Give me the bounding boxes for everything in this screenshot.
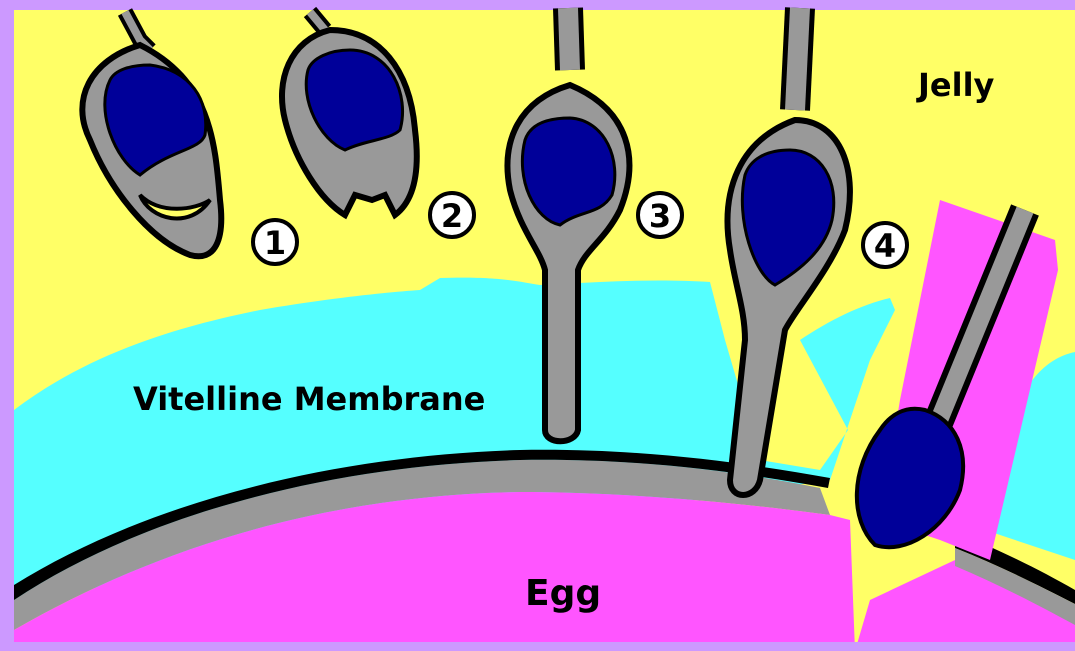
stage-number-2: 2 <box>441 197 463 235</box>
label-jelly: Jelly <box>916 66 995 104</box>
stage-badge-1: 1 <box>253 220 297 264</box>
stage-badge-2: 2 <box>430 193 474 237</box>
stage-number-3: 3 <box>649 197 671 235</box>
label-egg: Egg <box>525 573 601 614</box>
stage-number-1: 1 <box>264 224 286 262</box>
label-vitelline-membrane: Vitelline Membrane <box>133 380 485 418</box>
frame-border-bottom <box>0 642 1075 651</box>
stage-badge-4: 4 <box>863 223 907 267</box>
stage-badge-3: 3 <box>638 193 682 237</box>
stage-number-4: 4 <box>874 227 896 265</box>
